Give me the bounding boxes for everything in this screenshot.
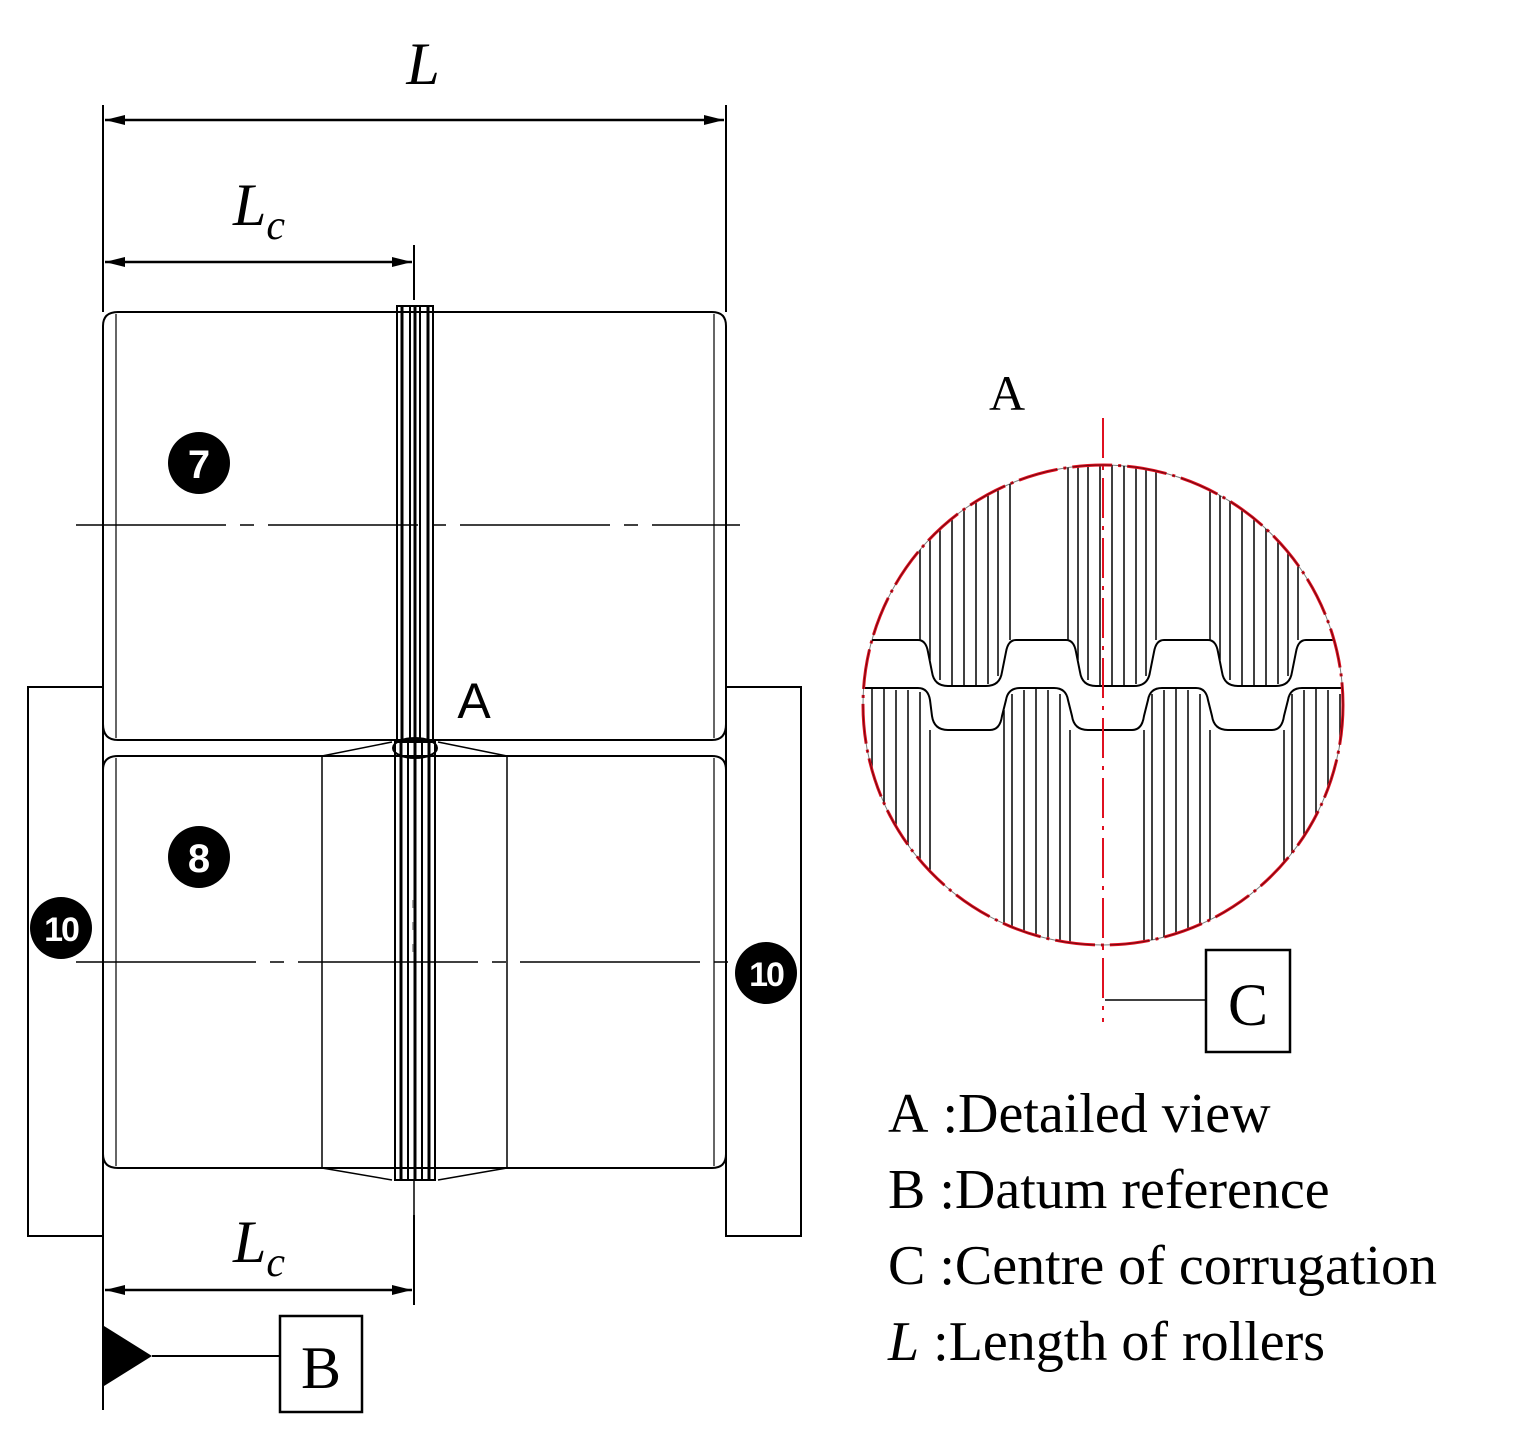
- upper-roller: [102, 305, 727, 741]
- legend-separator: :: [925, 1235, 955, 1297]
- corrugation-length-symbol-bottom: L: [232, 1209, 266, 1275]
- lower-roller: [102, 737, 727, 1181]
- centre-box-label: C: [1228, 972, 1268, 1038]
- callout-support-left-text: 10: [44, 911, 79, 949]
- callout-support-left: 10: [30, 897, 92, 959]
- svg-text:Lc: Lc: [232, 1209, 285, 1286]
- centre-of-corrugation-marker: C: [1105, 948, 1292, 1054]
- detail-view-title: A: [989, 365, 1025, 421]
- legend-key: L: [888, 1311, 920, 1373]
- legend-item: L :Length of rollers: [888, 1304, 1437, 1380]
- callout-roller-upper-text: 7: [188, 443, 210, 487]
- callout-roller-lower: 8: [168, 826, 230, 888]
- centre-box: [1204, 948, 1292, 1054]
- legend-separator: :: [928, 1083, 959, 1145]
- callout-support-right: 10: [735, 942, 797, 1004]
- callout-support-right-text: 10: [749, 956, 784, 994]
- legend-key: C: [888, 1235, 926, 1297]
- detail-view: [861, 418, 1345, 1022]
- corrugation-length-dimension-top: Lc: [105, 172, 415, 300]
- legend-text: Length of rollers: [948, 1311, 1326, 1373]
- corrugation-length-subscript-bottom: c: [266, 1240, 285, 1286]
- legend-separator: :: [919, 1311, 949, 1373]
- datum-box-label: B: [301, 1335, 341, 1401]
- legend-item: A :Detailed view: [888, 1076, 1437, 1152]
- overall-length-dimension: L: [102, 31, 727, 312]
- corrugation-length-subscript: c: [266, 203, 285, 249]
- legend-separator: :: [925, 1159, 955, 1221]
- callout-roller-upper: 7: [168, 432, 230, 494]
- callout-roller-lower-text: 8: [188, 837, 210, 881]
- legend-key: B: [888, 1159, 926, 1221]
- overall-length-label: L: [405, 31, 439, 97]
- corrugation-length-dimension-bottom: Lc: [102, 1209, 415, 1410]
- legend-text: Datum reference: [954, 1159, 1330, 1221]
- datum-reference-symbol: B: [104, 1314, 364, 1414]
- corrugation-length-symbol: L: [232, 172, 266, 238]
- datum-box: [278, 1314, 364, 1414]
- legend-text: Detailed view: [958, 1083, 1271, 1145]
- legend-text: Centre of corrugation: [954, 1235, 1437, 1297]
- detail-marker-label: A: [457, 673, 491, 729]
- svg-text:Lc: Lc: [232, 172, 285, 249]
- legend-item: C :Centre of corrugation: [888, 1228, 1437, 1304]
- legend-key: A: [888, 1083, 929, 1145]
- legend: A :Detailed view B :Datum reference C :C…: [888, 1076, 1437, 1380]
- legend-item: B :Datum reference: [888, 1152, 1437, 1228]
